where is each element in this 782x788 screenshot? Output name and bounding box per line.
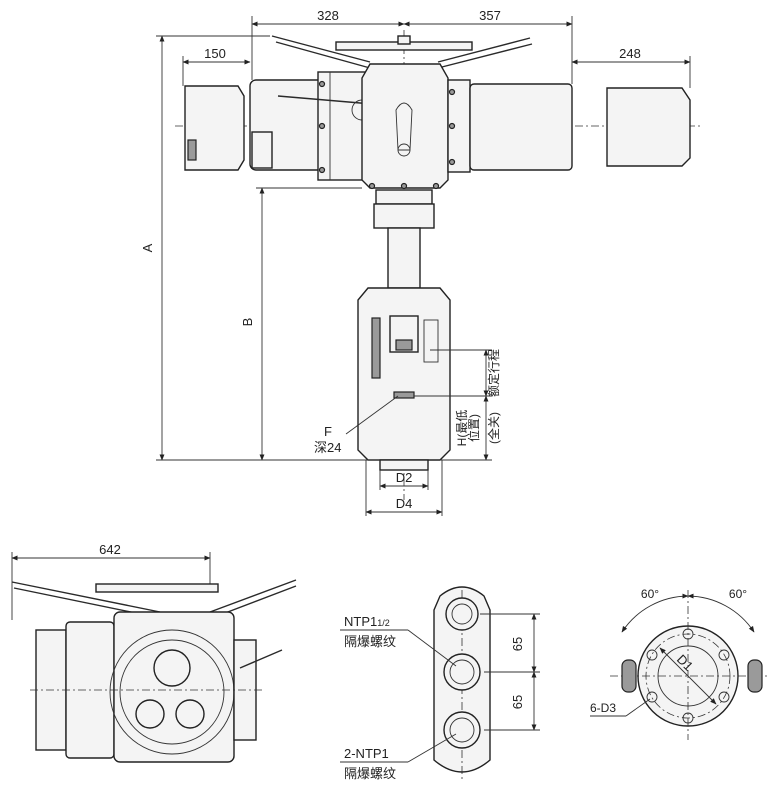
neck-flange <box>375 189 433 205</box>
indicator-window <box>423 319 439 363</box>
angle-arc-left <box>621 593 689 633</box>
side-handwheel-rim <box>95 583 219 593</box>
bolt-holes <box>646 628 730 724</box>
port-middle <box>443 653 481 691</box>
port-bottom <box>443 711 481 749</box>
dim-b: B <box>240 318 255 327</box>
manual-lever <box>277 95 373 105</box>
position-scale <box>371 317 381 379</box>
right-motor-housing <box>469 83 573 171</box>
housing-bolts <box>318 80 456 190</box>
conduit-view: 65 65 NTP11/2 隔爆螺纹 2-NTP1 隔爆螺纹 <box>340 586 540 781</box>
flange-lug-left <box>621 659 637 693</box>
side-lever <box>239 649 283 669</box>
label-2-ntp1: 2-NTP1 <box>344 746 389 761</box>
flange-lug-right <box>747 659 763 693</box>
dim-328: 328 <box>317 8 339 23</box>
conduit-port-left <box>135 699 165 729</box>
front-view: 328 357 150 248 A B F 深24 额定行程 H(最低 位置) … <box>140 8 700 516</box>
handle-right-edge <box>437 43 533 69</box>
ntp-main: NTP1 <box>344 614 377 629</box>
dim-642: 642 <box>99 542 121 557</box>
label-depth-24: 深24 <box>314 440 341 455</box>
left-cover-plug <box>187 139 197 161</box>
ntp-sub: 1/2 <box>377 618 390 628</box>
label-thread-1: 隔爆螺纹 <box>344 634 396 649</box>
leader-6-d3 <box>625 698 651 717</box>
dim-248: 248 <box>619 46 641 61</box>
leader-ntp1-half <box>407 629 457 667</box>
label-f: F <box>324 424 332 439</box>
terminal-box <box>251 131 273 169</box>
label-ntp1: NTP11/2 <box>344 614 390 629</box>
label-d2: D2 <box>396 470 413 485</box>
label-h-line2: 位置) <box>466 414 481 442</box>
conduit-port-top <box>153 649 191 687</box>
leader-2-ntp1 <box>407 733 457 763</box>
handle-right <box>437 37 531 63</box>
center-boss <box>397 143 411 157</box>
side-handle-right <box>209 579 297 613</box>
coupling-block <box>373 203 435 229</box>
nut-thread <box>395 339 413 351</box>
stem-end <box>393 391 415 399</box>
handwheel-hub <box>397 35 411 45</box>
side-view: 642 <box>11 542 297 763</box>
central-housing <box>361 63 449 189</box>
right-end-cover <box>606 87 691 167</box>
dim-a: A <box>140 243 155 252</box>
dim-65-lower: 65 <box>510 695 525 709</box>
port-top <box>445 597 479 631</box>
handle-left <box>271 35 371 63</box>
angle-arc-right <box>687 593 755 633</box>
base-spigot <box>379 459 429 471</box>
dim-65-upper: 65 <box>510 637 525 651</box>
dim-150: 150 <box>204 46 226 61</box>
flange-view: 60° 60° D1 6-D3 <box>590 587 770 740</box>
label-rated-stroke: 额定行程 <box>486 349 501 397</box>
conduit-port-right <box>175 699 205 729</box>
dim-357: 357 <box>479 8 501 23</box>
label-6-d3: 6-D3 <box>590 701 616 715</box>
leader-f <box>345 395 399 435</box>
neck-shaft <box>387 227 421 289</box>
dim-line-d1 <box>659 647 717 705</box>
side-cover-inner <box>119 639 225 745</box>
label-h-line3: (全关) <box>486 412 501 444</box>
handle-left-edge <box>275 41 371 69</box>
left-end-cover <box>184 85 245 171</box>
angle-right-60: 60° <box>729 587 747 601</box>
housing-rib <box>395 102 413 151</box>
label-d4: D4 <box>396 496 413 511</box>
side-handle-left <box>11 581 161 613</box>
angle-left-60: 60° <box>641 587 659 601</box>
label-thread-2: 隔爆螺纹 <box>344 766 396 781</box>
label-h-line1: H(最低 <box>455 410 469 447</box>
